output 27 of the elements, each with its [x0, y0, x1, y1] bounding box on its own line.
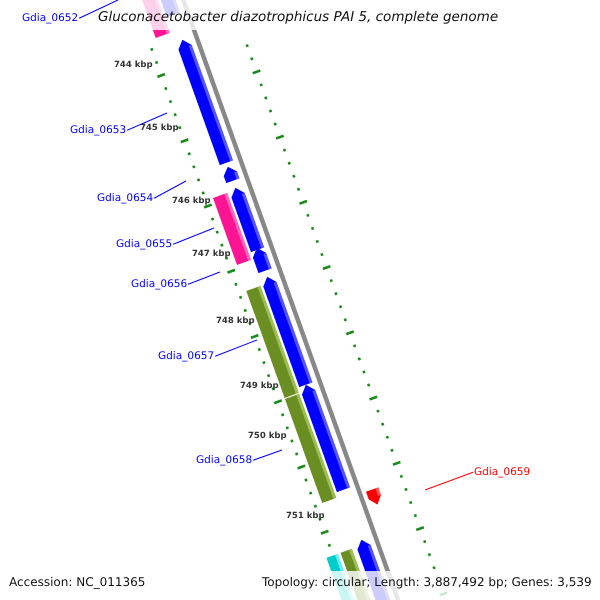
footer-text: Topology: circular; Length: 3,887,492 bp; Genes: 3,539	[262, 576, 592, 588]
scale-label: 749 kbp	[240, 382, 279, 390]
leader-line	[252, 450, 282, 461]
gene-label: Gdia_0657	[158, 351, 214, 362]
footer-text: Accession: NC_011365	[9, 576, 146, 588]
gene-label: Gdia_0653	[70, 125, 126, 136]
leader-line	[214, 340, 258, 357]
leader-line	[188, 272, 220, 285]
scale-label: 750 kbp	[248, 432, 287, 440]
leader-line	[154, 180, 186, 199]
scale-label: 747 kbp	[192, 250, 231, 258]
scale-label: 744 kbp	[114, 61, 153, 70]
gene-label: Gdia_0655	[116, 239, 172, 250]
diagram-title: Gluconacetobacter diazotrophicus PAI 5, complete genome	[98, 11, 498, 24]
leader-line	[172, 228, 214, 245]
leader-line	[126, 112, 168, 131]
leader-line	[424, 472, 474, 490]
gene-label: Gdia_0659	[474, 467, 530, 478]
scale-label: 745 kbp	[140, 124, 179, 132]
gene-label: Gdia_0658	[196, 455, 252, 466]
gene-label: Gdia_0656	[131, 279, 188, 290]
leader-line	[78, 0, 118, 19]
scale-label: 746 kbp	[172, 197, 211, 206]
gene-label: Gdia_0654	[97, 193, 154, 204]
scale-label: 751 kbp	[286, 512, 325, 520]
gene-label: Gdia_0652	[22, 13, 78, 24]
scale-label: 748 kbp	[216, 317, 255, 326]
